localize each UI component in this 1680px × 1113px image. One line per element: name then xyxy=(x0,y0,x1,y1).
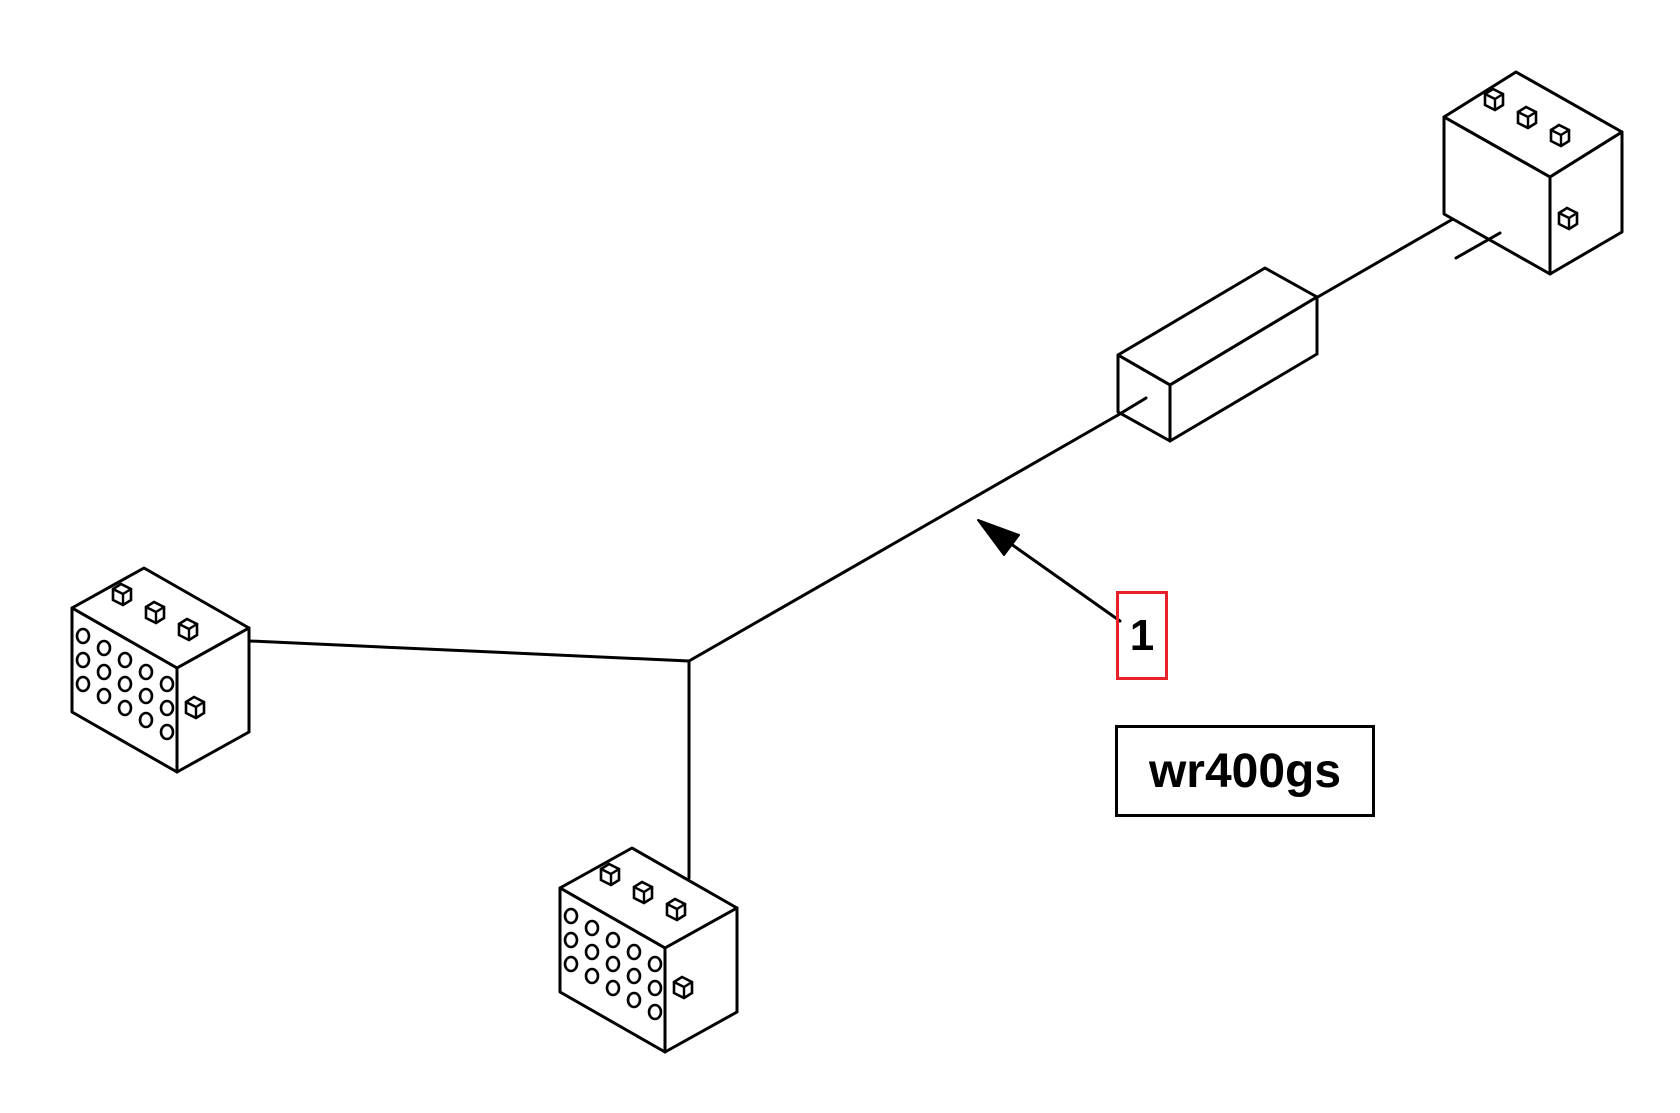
callout-leader-arrow xyxy=(977,519,1122,623)
model-code: wr400gs xyxy=(1148,744,1342,798)
wire-left-branch xyxy=(248,639,691,663)
wire-trunk xyxy=(687,413,1120,663)
callout-number: 1 xyxy=(1129,610,1155,660)
wire-upper-right xyxy=(1314,217,1455,300)
model-code-box: wr400gs xyxy=(1115,725,1375,817)
connector-left-icon xyxy=(72,568,249,772)
inline-box-icon xyxy=(1116,266,1319,443)
callout-number-box: 1 xyxy=(1116,591,1168,680)
connector-bottom-icon xyxy=(560,848,737,1052)
connector-top-right-icon xyxy=(1442,70,1624,276)
